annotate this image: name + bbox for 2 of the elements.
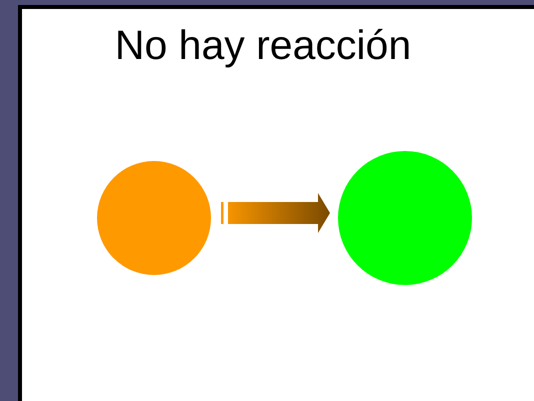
slide-title: No hay reacción bbox=[114, 22, 412, 69]
block-arrow bbox=[221, 193, 330, 233]
